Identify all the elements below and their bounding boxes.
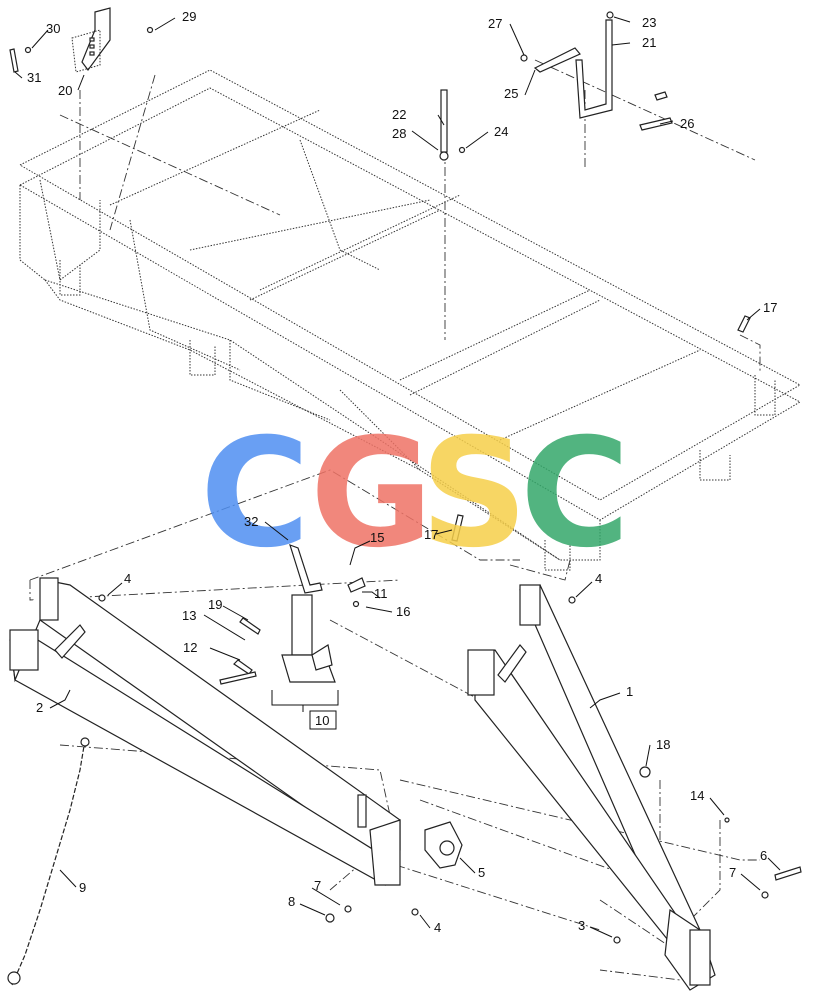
callout-label: 28 [392,126,406,141]
callout-label: 15 [370,530,384,545]
watermark-letter: S [420,407,528,581]
upper-hardware [9,7,751,542]
callout-label: 23 [642,15,656,30]
callout-label: 16 [396,604,410,619]
callout-label: 4 [434,920,441,935]
callout-label: 14 [690,788,704,803]
callout-label: 20 [58,83,72,98]
callout-label: 2 [36,700,43,715]
watermark-letter: C [520,407,630,581]
callout-label: 31 [27,70,41,85]
callout-label: 13 [182,608,196,623]
safety-chain [7,737,90,986]
callout-label: 9 [79,880,86,895]
callout-label: 29 [182,9,196,24]
jack-assembly [219,544,366,730]
callout-label: 22 [392,107,406,122]
main-frame [18,69,802,571]
callout-leaders [14,16,781,938]
right-hitch-arm [467,584,716,991]
watermark-letter: C [200,407,310,581]
callout-label: 25 [504,86,518,101]
callout-labels: 1 2 3 4 4 4 5 6 7 7 8 9 10 11 12 13 14 1… [27,9,777,935]
lower-hardware [98,594,802,944]
watermark-logo: C G S C [200,407,630,581]
callout-label: 11 [374,586,388,601]
callout-label: 19 [208,597,222,612]
callout-label: 7 [314,878,321,893]
watermark-letter: G [310,407,433,581]
callout-label: 5 [478,865,485,880]
callout-label: 3 [578,918,585,933]
callout-label: 1 [626,684,633,699]
left-hitch-arm [9,577,401,886]
callout-label: 10 [315,713,329,728]
callout-label: 7 [729,865,736,880]
callout-label: 32 [244,514,258,529]
callout-label: 26 [680,116,694,131]
callout-label: 6 [760,848,767,863]
callout-label: 4 [124,571,131,586]
callout-label: 8 [288,894,295,909]
callout-label: 18 [656,737,670,752]
callout-label: 30 [46,21,60,36]
callout-label: 4 [595,571,602,586]
callout-label: 17 [763,300,777,315]
callout-label: 27 [488,16,502,31]
callout-label: 24 [494,124,508,139]
callout-label: 17 [424,527,438,542]
callout-label: 21 [642,35,656,50]
callout-label: 12 [183,640,197,655]
